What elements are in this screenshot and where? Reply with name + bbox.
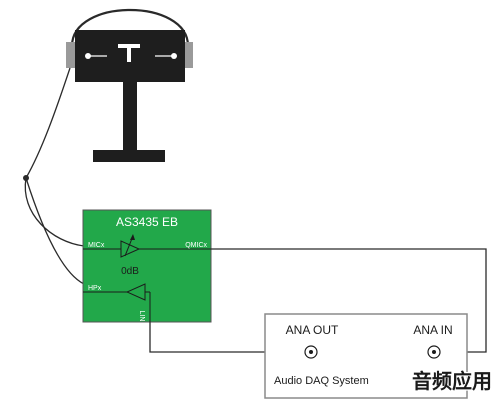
mic-amplifier-icon [83, 234, 211, 258]
ana-out-connector-icon [304, 345, 318, 359]
pin-label-hp: HPx [88, 285, 102, 292]
gain-label: 0dB [121, 266, 139, 277]
board-title: AS3435 EB [116, 215, 178, 229]
ana-in-connector-icon [427, 345, 441, 359]
evaluation-board: AS3435 EB MICx QMICx HPx LIN 0dB [82, 209, 212, 323]
pin-label-lin: LIN [138, 311, 145, 322]
ana-out-label: ANA OUT [286, 323, 339, 337]
watermark-text: 音频应用 [412, 369, 492, 393]
ana-in-label: ANA IN [413, 323, 452, 337]
pin-label-qmic: QMICx [185, 242, 207, 249]
pin-label-mic: MICx [88, 242, 105, 249]
headphones-on-stand-icon [66, 9, 193, 162]
headphone-cable [23, 67, 85, 285]
audio-daq-box: ANA OUT ANA IN Audio DAQ System [264, 313, 468, 399]
daq-name: Audio DAQ System [274, 375, 369, 387]
hp-amplifier-icon [83, 283, 151, 322]
